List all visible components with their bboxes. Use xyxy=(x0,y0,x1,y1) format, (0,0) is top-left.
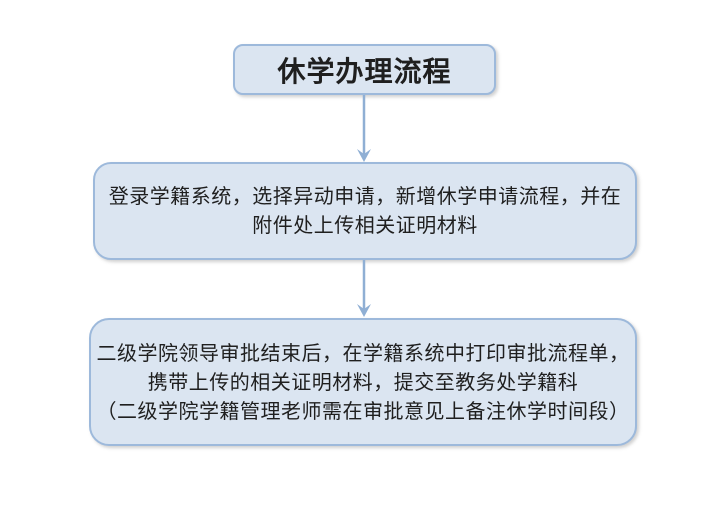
flowchart-step-2-box: 二级学院领导审批结束后，在学籍系统中打印审批流程单， 携带上传的相关证明材料，提… xyxy=(89,318,637,446)
flowchart-title: 休学办理流程 xyxy=(277,54,452,88)
down-arrow-icon xyxy=(357,260,371,317)
step-1-line-1: 登录学籍系统，选择异动申请，新增休学申请流程，并在 xyxy=(108,184,622,208)
step-2-line-1: 二级学院领导审批结束后，在学籍系统中打印审批流程单， xyxy=(96,340,630,365)
step-2-line-3: （二级学院学籍管理老师需在审批意见上备注休学时间段） xyxy=(96,398,630,423)
flowchart-title-box: 休学办理流程 xyxy=(233,44,496,95)
step-2-line-2: 携带上传的相关证明材料，提交至教务处学籍科 xyxy=(147,369,579,394)
step-1-line-2: 附件处上传相关证明材料 xyxy=(252,213,478,237)
flowchart-step-1-box: 登录学籍系统，选择异动申请，新增休学申请流程，并在 附件处上传相关证明材料 xyxy=(93,162,637,260)
down-arrow-icon xyxy=(357,95,371,162)
